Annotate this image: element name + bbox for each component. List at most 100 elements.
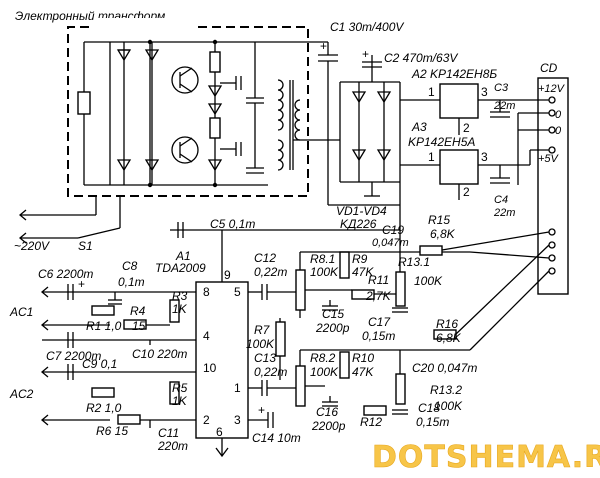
svg-text:1: 1: [428, 150, 435, 164]
svg-text:3: 3: [481, 150, 488, 164]
vd-type-label: KД226: [340, 217, 377, 231]
svg-text:C10 220m: C10 220m: [132, 347, 187, 361]
svg-text:2: 2: [463, 185, 470, 199]
regulator-a3: 1 2 3 A3 KP142EH5A C4 22m: [400, 120, 530, 219]
svg-text:0,15m: 0,15m: [362, 329, 395, 343]
svg-text:1: 1: [428, 85, 435, 99]
svg-text:+: +: [362, 47, 369, 61]
svg-text:C13: C13: [254, 351, 276, 365]
svg-text:0: 0: [555, 125, 562, 137]
svg-text:6,8K: 6,8K: [430, 227, 456, 241]
svg-text:+: +: [258, 403, 265, 417]
svg-text:100K: 100K: [434, 399, 463, 413]
svg-text:C6 2200m: C6 2200m: [38, 267, 93, 281]
switch-label: S1: [78, 239, 93, 253]
svg-text:47K: 47K: [352, 365, 374, 379]
svg-text:3: 3: [234, 413, 241, 427]
electronic-transformer-block: Электронный трансформ: [15, 9, 309, 197]
input-ac2: C9 0,1 AC2 R2 1,0 R6 15 R5 1K C11 220m: [9, 357, 196, 453]
resistor-r7: R7 100K: [246, 318, 286, 380]
a1-type-label: TDA2009: [155, 261, 206, 275]
svg-text:R3: R3: [172, 289, 188, 303]
svg-text:R4: R4: [130, 304, 146, 318]
svg-text:C19: C19: [382, 223, 404, 237]
svg-text:22m: 22m: [493, 100, 515, 112]
svg-text:1: 1: [234, 381, 241, 395]
svg-text:0,15m: 0,15m: [416, 415, 449, 429]
svg-text:C14 10m: C14 10m: [252, 431, 301, 445]
mains-label: ~220V: [14, 239, 50, 253]
output-channel-1: C12 0,22m R8.1 100K R9 47K R11 2,7K C15 …: [248, 213, 550, 343]
svg-text:+: +: [78, 277, 85, 291]
svg-text:100K: 100K: [414, 274, 443, 288]
vd-label: VD1-VD4: [336, 204, 387, 218]
svg-text:1K: 1K: [172, 302, 188, 316]
svg-text:R1 1,0: R1 1,0: [86, 319, 122, 333]
svg-text:6,8K: 6,8K: [436, 331, 462, 345]
svg-text:0,22m: 0,22m: [254, 365, 287, 379]
svg-text:3: 3: [481, 85, 488, 99]
svg-text:22m: 22m: [493, 207, 515, 219]
svg-text:2: 2: [463, 121, 470, 135]
svg-text:2200p: 2200p: [311, 419, 346, 433]
svg-text:R13.2: R13.2: [430, 383, 462, 397]
svg-text:C8: C8: [122, 259, 138, 273]
svg-text:C20 0,047m: C20 0,047m: [412, 361, 477, 375]
c1-label: C1 30m/400V: [330, 20, 404, 34]
svg-text:C4: C4: [494, 194, 508, 206]
capacitor-c14: + C14 10m: [248, 403, 301, 445]
output-channel-2: C13 0,22m R8.2 100K R10 47K R12 C16 2200…: [248, 244, 550, 433]
svg-text:R9: R9: [352, 252, 368, 266]
svg-text:R2 1,0: R2 1,0: [86, 401, 122, 415]
svg-text:C9 0,1: C9 0,1: [82, 357, 117, 371]
svg-text:C17: C17: [368, 315, 391, 329]
svg-text:0,22m: 0,22m: [254, 265, 287, 279]
svg-text:0: 0: [555, 109, 562, 121]
svg-text:6: 6: [216, 425, 223, 439]
svg-text:2200p: 2200p: [315, 321, 350, 335]
svg-text:R10: R10: [352, 351, 374, 365]
svg-text:2: 2: [203, 413, 210, 427]
svg-text:C3: C3: [494, 82, 509, 94]
svg-text:C11: C11: [158, 426, 179, 440]
svg-text:R8.2: R8.2: [310, 351, 336, 365]
c5-label: C5 0,1m: [210, 217, 255, 231]
svg-text:C18: C18: [418, 401, 440, 415]
capacitors-c7-c10: C7 2200m C10 220m: [42, 332, 196, 363]
svg-text:C12: C12: [254, 251, 276, 265]
svg-text:4: 4: [203, 329, 210, 343]
svg-text:10: 10: [203, 361, 217, 375]
svg-text:R11: R11: [368, 273, 389, 287]
svg-text:C7 2200m: C7 2200m: [46, 349, 101, 363]
capacitor-c5: C5 0,1m: [170, 205, 401, 238]
svg-text:1K: 1K: [172, 394, 188, 408]
a1-label: A1: [175, 249, 191, 263]
input-ac1: C6 2200m + AC1 C8 0,1m R1 1,0 R4 15 R3 1…: [9, 259, 196, 333]
c2-label: C2 470m/63V: [384, 51, 458, 65]
svg-text:9: 9: [224, 268, 231, 282]
svg-text:220m: 220m: [157, 439, 188, 453]
svg-text:5: 5: [234, 285, 241, 299]
svg-text:100K: 100K: [246, 337, 275, 351]
svg-text:C15: C15: [322, 307, 344, 321]
svg-text:100K: 100K: [310, 265, 339, 279]
capacitor-c2: + C2 470m/63V: [362, 47, 458, 82]
svg-text:+: +: [320, 39, 327, 53]
svg-text:R15: R15: [428, 213, 450, 227]
svg-text:+5V: +5V: [538, 153, 560, 165]
regulator-a2: 1 2 3 A2 KP142EH8Б C3 22m: [400, 67, 530, 135]
svg-text:R12: R12: [360, 415, 382, 429]
capacitor-c1: + C1 30m/400V: [268, 20, 404, 205]
a2-label: A2 KP142EH8Б: [411, 67, 497, 81]
ac1-label: AC1: [9, 305, 33, 319]
watermark: DOTSHEMA.RU: [372, 440, 600, 475]
svg-text:R5: R5: [172, 381, 188, 395]
a3-label: A3: [411, 120, 427, 134]
svg-text:0,047m: 0,047m: [372, 237, 409, 249]
svg-text:0,1m: 0,1m: [118, 275, 145, 289]
svg-text:15: 15: [132, 319, 146, 333]
svg-text:100K: 100K: [310, 365, 339, 379]
svg-text:C16: C16: [316, 405, 338, 419]
svg-text:R7: R7: [254, 323, 271, 337]
